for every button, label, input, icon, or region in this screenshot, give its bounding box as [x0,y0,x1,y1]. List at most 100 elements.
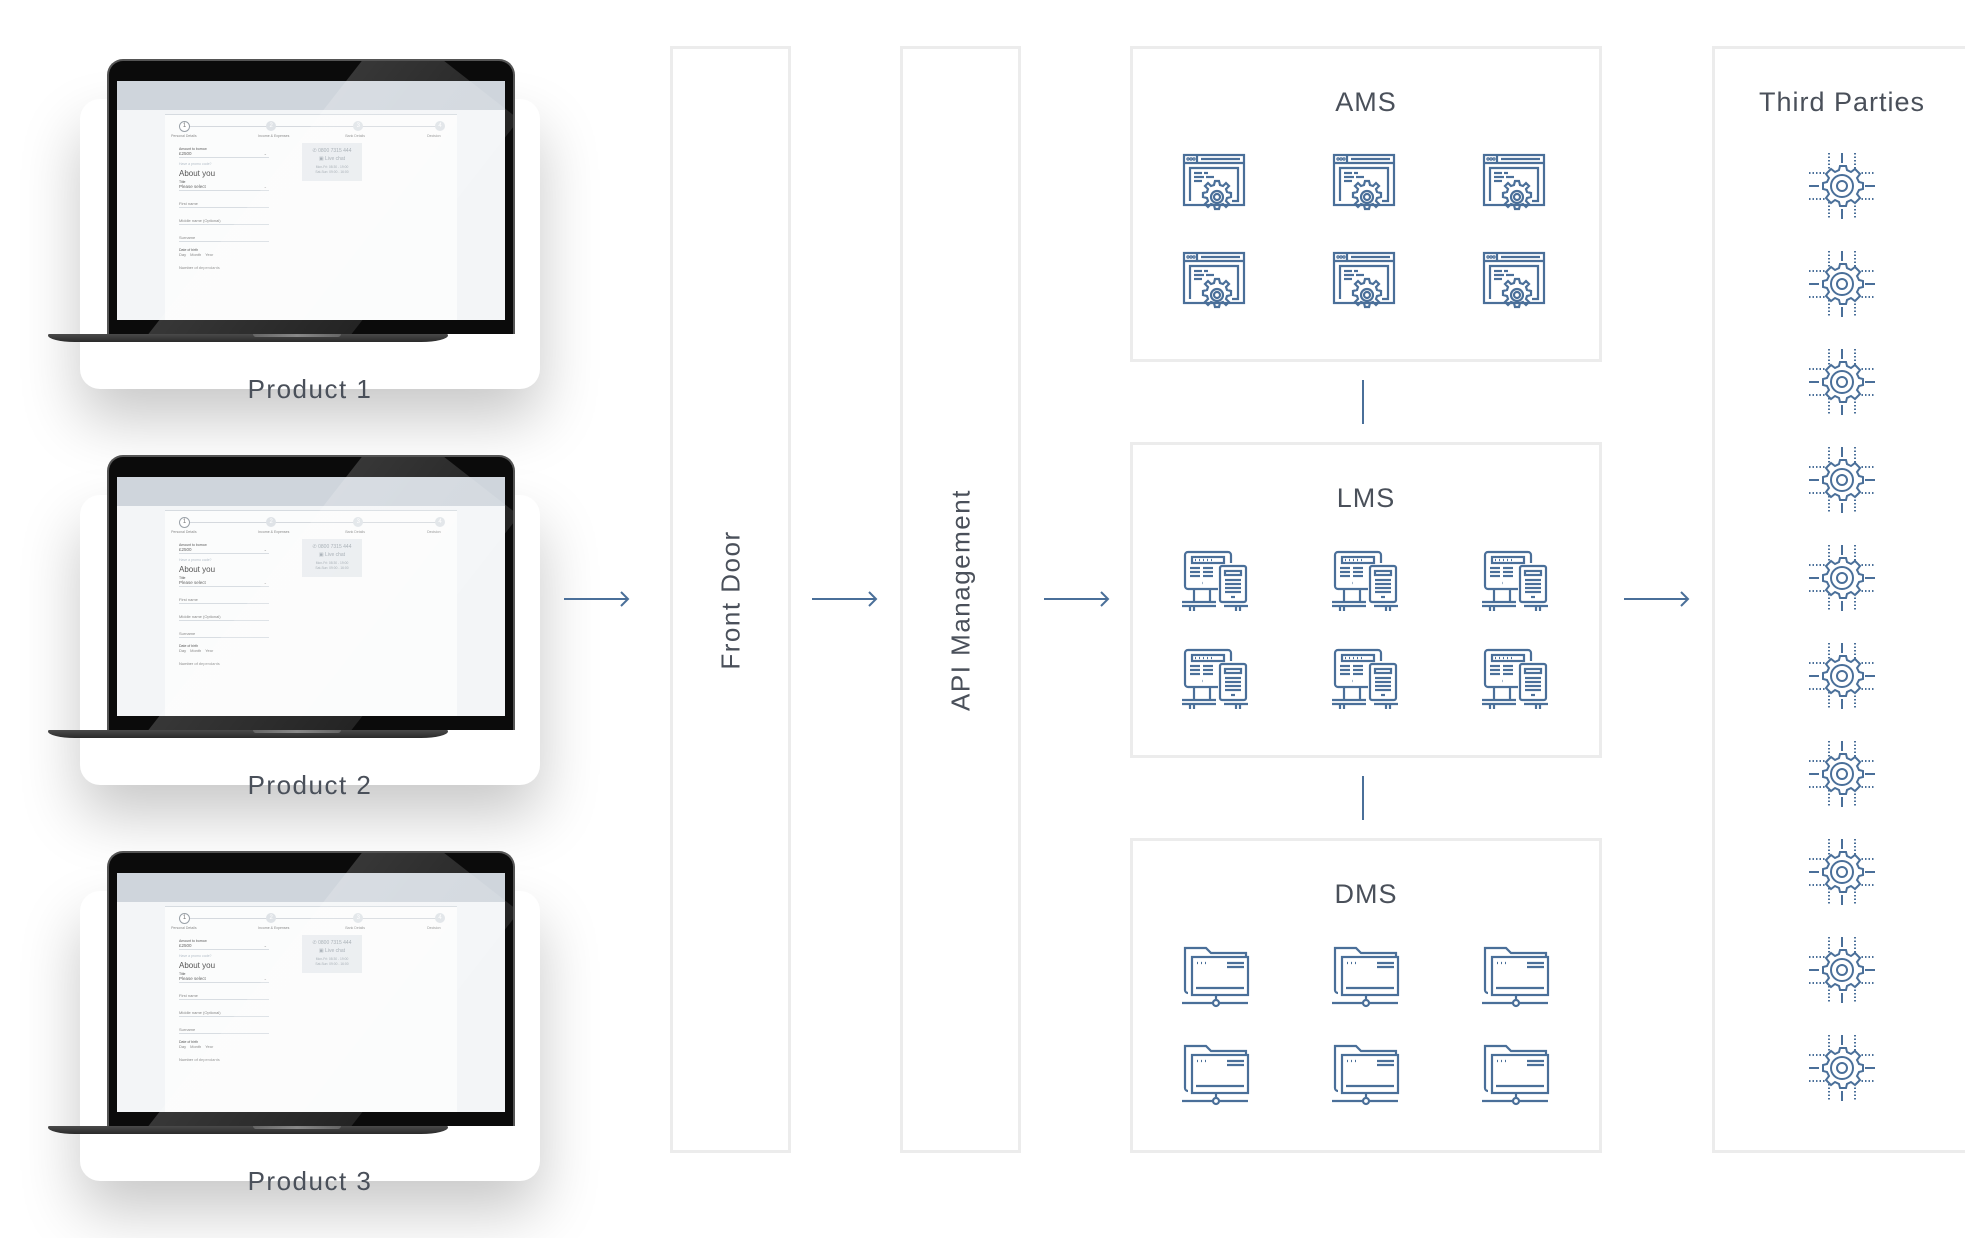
phone-number: ✆ 0800 7315 444 [312,544,352,550]
screen-banner [117,477,505,506]
dob-year-select[interactable]: Year [205,252,214,257]
amount-value: £2500 [179,547,192,552]
step-label: Personal Details [171,926,197,930]
opening-hours: Mon-Fri: 08:30 - 19:00 Sat-Sun: 09:00 - … [302,561,362,571]
dob-selects: Day Month Year [179,252,269,257]
step-label: Income & Expenses [258,530,290,534]
arrow-products-to-frontdoor [564,591,630,607]
title-value: Please select [179,184,206,189]
live-chat-link[interactable]: ▣ Live chat [318,156,346,162]
opening-hours: Mon-Fri: 08:30 - 19:00 Sat-Sun: 09:00 - … [302,165,362,175]
first-name-field[interactable]: First name [179,993,269,1000]
amount-select[interactable]: £2500⌄ [179,943,269,950]
arrow-right-icon [1044,591,1110,607]
third-parties-title: Third Parties [1758,87,1926,117]
surname-field[interactable]: Surname [179,235,269,242]
step-indicator: 1 [179,121,190,132]
amount-value: £2500 [179,943,192,948]
chevron-down-icon: ⌄ [263,151,267,156]
weekend-hours: Sat-Sun: 09:00 - 16:00 [315,566,349,570]
integration-gear-icon [1807,543,1877,613]
integration-gear-icon [1807,347,1877,417]
first-name-field[interactable]: First name [179,597,269,604]
step-indicator: 4 [435,121,446,131]
network-folder-icon [1180,941,1250,1011]
dob-selects: Day Month Year [179,1044,269,1049]
amount-select[interactable]: £2500 ⌄ [179,547,269,554]
dob-day-select[interactable]: Day [179,648,187,653]
middle-name-field[interactable]: Middle name (Optional) [179,218,269,225]
live-chat-text: Live chat [325,948,346,954]
dependants-field[interactable]: Number of dependants [179,661,220,666]
progress-line [185,522,437,523]
web-app-settings-icon [1180,247,1250,317]
web-app-settings-icon [1330,247,1400,317]
laptop-notch [253,730,341,733]
system-icon-grid [1180,941,1552,1109]
step-indicator: 4 [435,517,446,527]
integration-gear-icon [1807,151,1877,221]
title-select[interactable]: Please select⌄ [179,580,269,587]
network-folder-icon [1480,941,1550,1011]
title-select[interactable]: Please select⌄ [179,976,269,983]
desktop-tablet-icon [1480,643,1550,713]
amount-value: £2500 [179,151,192,156]
dob-month-select[interactable]: Month [190,648,202,653]
product-label: Product 1 [247,374,373,404]
amount-select[interactable]: £2500 ⌄ [179,151,269,158]
live-chat-link[interactable]: ▣ Live chat [318,948,346,954]
title-label: Title [179,576,186,580]
dob-day-select[interactable]: Day [179,252,187,257]
connector-ams-lms [1362,380,1364,424]
laptop-notch [253,1126,341,1129]
contact-box: ✆ 0800 7315 444 ▣ Live chat Mon-Fri: 08:… [302,143,362,181]
step-indicator: 4 [435,913,446,923]
phone-text: 0800 7315 444 [318,940,352,946]
step-label: Decision [427,530,441,534]
dob-day-select[interactable]: Day [179,1044,187,1049]
dependants-field[interactable]: Number of dependants [179,1057,220,1062]
system-box-lms: LMS [1130,442,1602,758]
title-select[interactable]: Please select⌄ [179,184,269,191]
contact-box: ✆ 0800 7315 444 ▣ Live chat Mon-Fri: 08:… [302,539,362,577]
screen-banner [117,873,505,902]
front-door-label: Front Door [715,529,745,670]
dob-month-select[interactable]: Month [190,1044,202,1049]
surname-field[interactable]: Surname [179,1027,269,1034]
third-parties-column: Third Parties [1712,46,1965,1153]
dob-year-select[interactable]: Year [205,1044,214,1049]
promo-code-link[interactable]: Have a promo code? [179,954,212,958]
promo-code-link[interactable]: Have a promo code? [179,558,212,562]
arrow-systems-to-third-parties [1624,591,1690,607]
integration-gear-icon [1807,935,1877,1005]
laptop-base [48,730,448,738]
surname-field[interactable]: Surname [179,631,269,638]
system-title: DMS [1334,879,1398,909]
first-name-field[interactable]: First name [179,201,269,208]
connector-lms-dms [1362,776,1364,820]
title-label: Title [179,972,186,976]
dob-year-select[interactable]: Year [205,648,214,653]
arrow-api-to-systems [1044,591,1110,607]
arrow-right-icon [564,591,630,607]
live-chat-link[interactable]: ▣ Live chat [318,552,346,558]
arrow-right-icon [1624,591,1690,607]
promo-code-link[interactable]: Have a promo code? [179,162,212,166]
desktop-tablet-icon [1180,643,1250,713]
system-icon-grid [1180,545,1552,713]
dependants-field[interactable]: Number of dependants [179,265,220,270]
middle-name-field[interactable]: Middle name (Optional) [179,614,269,621]
step-indicator: 3 [353,517,364,527]
chevron-down-icon: ⌄ [263,547,267,552]
dob-month-select[interactable]: Month [190,252,202,257]
middle-name-field[interactable]: Middle name (Optional) [179,1010,269,1017]
integration-gear-icon [1807,739,1877,809]
network-folder-icon [1330,1039,1400,1109]
